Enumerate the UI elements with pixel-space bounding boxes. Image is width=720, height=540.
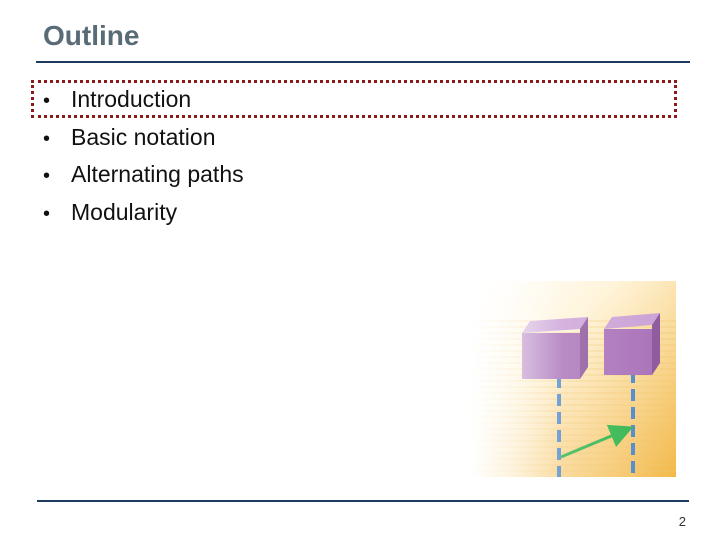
current-section-highlight bbox=[31, 80, 677, 118]
slide-title: Outline bbox=[43, 20, 140, 51]
outline-item-alternating-paths[interactable]: • Alternating paths bbox=[43, 161, 244, 199]
title-divider bbox=[36, 61, 690, 63]
outline-item-basic-notation[interactable]: • Basic notation bbox=[43, 124, 244, 162]
outline-item-modularity[interactable]: • Modularity bbox=[43, 199, 244, 237]
outline-item-label: Basic notation bbox=[71, 123, 216, 150]
outline-list: • Introduction • Basic notation • Altern… bbox=[43, 86, 244, 236]
illustration-fade bbox=[470, 281, 676, 477]
bullet-icon: • bbox=[43, 127, 51, 150]
outline-item-introduction[interactable]: • Introduction bbox=[43, 86, 244, 124]
bullet-icon: • bbox=[43, 202, 51, 225]
page-number: 2 bbox=[678, 514, 686, 529]
process-blocks-illustration bbox=[470, 281, 676, 477]
footer-divider bbox=[37, 500, 689, 502]
bullet-icon: • bbox=[43, 165, 51, 187]
bullet-icon: • bbox=[43, 90, 51, 112]
outline-item-label: Alternating paths bbox=[71, 161, 244, 187]
outline-item-label: Modularity bbox=[71, 198, 178, 225]
outline-item-label: Introduction bbox=[71, 86, 192, 112]
